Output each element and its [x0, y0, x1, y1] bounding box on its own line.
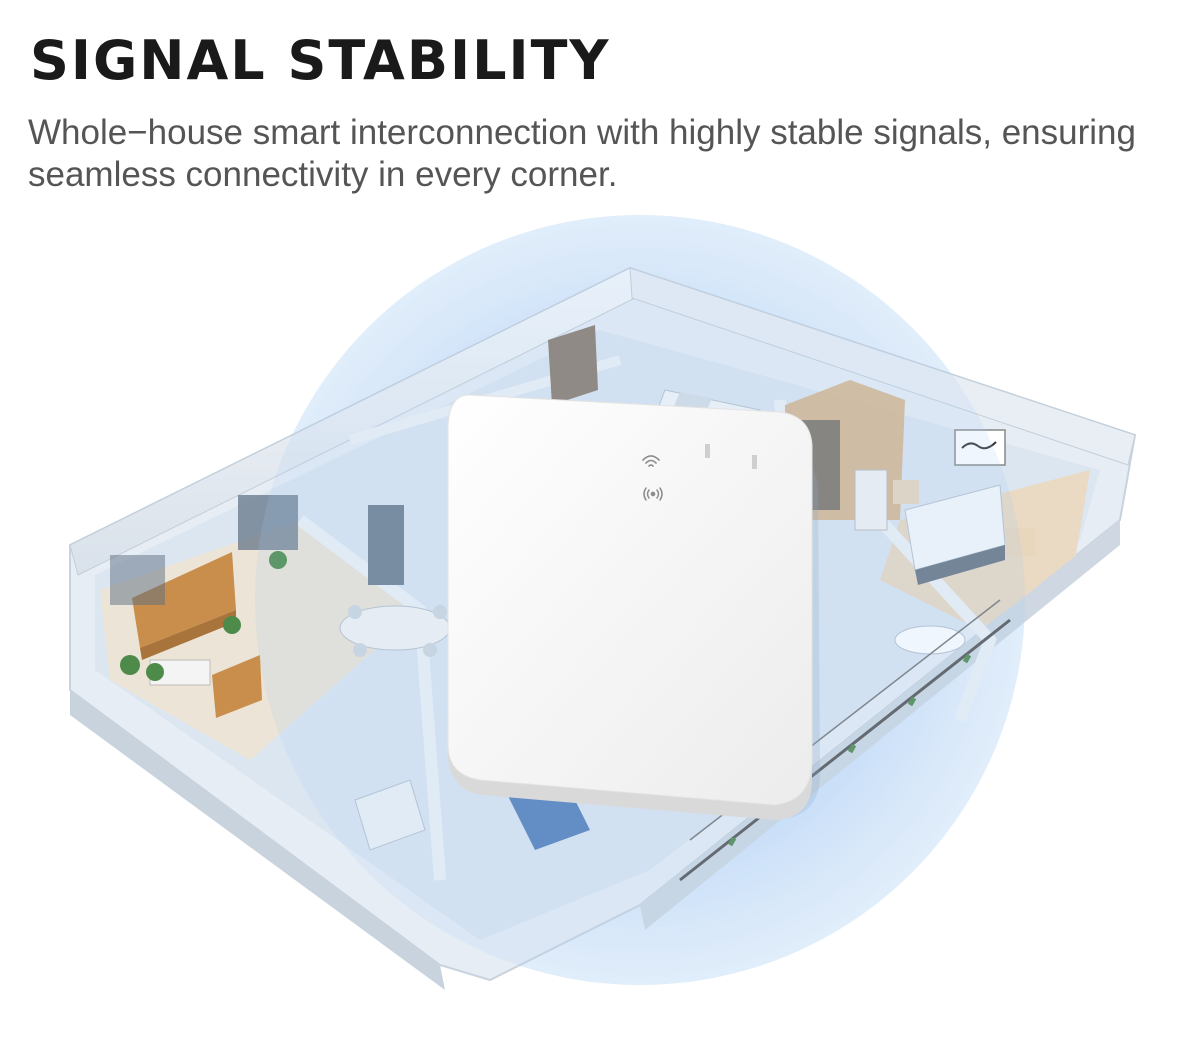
- wireless-signal-icon: [643, 487, 663, 501]
- headline-title: SIGNAL STABILITY: [30, 29, 611, 92]
- wifi-icon: [642, 455, 660, 467]
- headline-subtitle: Whole−house smart interconnection with h…: [28, 113, 1136, 194]
- smart-hub-device: [447, 394, 820, 820]
